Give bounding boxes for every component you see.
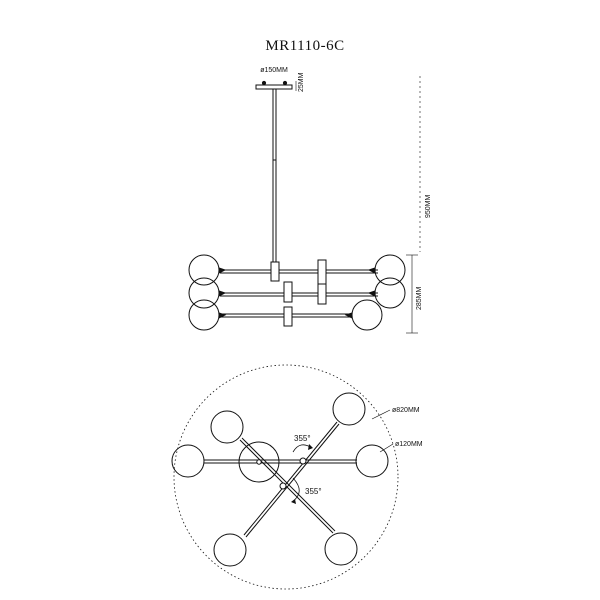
plan-hub-circle bbox=[238, 441, 280, 483]
canopy-plate bbox=[255, 84, 293, 90]
hub-middle bbox=[283, 281, 293, 303]
hub-lower bbox=[283, 306, 293, 327]
socket-rl bbox=[344, 312, 353, 319]
hub-middle-right bbox=[317, 283, 327, 305]
plan-shade-left bbox=[171, 444, 205, 478]
plan-arm-diag-b2 bbox=[245, 423, 340, 538]
leader-overall-diameter bbox=[371, 409, 391, 420]
leader-shade-diameter bbox=[379, 443, 394, 453]
shade-left-top bbox=[188, 254, 220, 286]
plan-shade-right bbox=[355, 444, 389, 478]
shade-right-top bbox=[374, 254, 406, 286]
shade-right-mid bbox=[374, 277, 406, 309]
rotation-arrow-lower-head bbox=[291, 499, 296, 504]
shade-left-low bbox=[188, 299, 220, 331]
socket-lt bbox=[218, 267, 227, 274]
plan-shade-top-left bbox=[210, 410, 244, 444]
label-rotation-lower: 355° bbox=[305, 487, 322, 496]
plan-shade-bottom-left bbox=[213, 533, 247, 567]
rotation-arrow-upper-head bbox=[308, 444, 313, 450]
plan-arm-diag-a bbox=[239, 439, 334, 534]
plan-hub-dot-left bbox=[256, 459, 262, 465]
canopy-screw-left bbox=[261, 80, 267, 86]
label-canopy-diameter: ø150MM bbox=[260, 67, 288, 74]
plan-hub-dot-center bbox=[299, 457, 307, 465]
plan-shade-top-right bbox=[332, 392, 366, 426]
model-title: MR1110-6C bbox=[265, 38, 344, 54]
socket-rt bbox=[367, 267, 376, 274]
socket-rm bbox=[367, 290, 376, 297]
label-canopy-height: 25MM bbox=[298, 72, 305, 92]
shade-left-mid bbox=[188, 277, 220, 309]
plan-arm-diag-a2 bbox=[241, 437, 336, 532]
shade-right-low bbox=[351, 299, 383, 331]
socket-lm bbox=[218, 290, 227, 297]
hub-side-right bbox=[317, 259, 327, 285]
label-overall-diameter: ø820MM bbox=[392, 407, 420, 414]
overall-diameter-circle bbox=[173, 364, 399, 590]
label-rotation-upper: 355° bbox=[294, 434, 311, 443]
plan-arm-diag-b bbox=[243, 421, 338, 536]
canopy-screw-right bbox=[282, 80, 288, 86]
plan-view bbox=[171, 364, 399, 590]
label-total-height: 950MM bbox=[425, 194, 432, 218]
side-view bbox=[188, 76, 421, 334]
plan-shade-bottom-right bbox=[324, 532, 358, 566]
label-body-height: 285MM bbox=[416, 286, 423, 310]
label-shade-diameter: ø120MM bbox=[395, 441, 423, 448]
hub-upper bbox=[270, 261, 280, 282]
socket-ll bbox=[218, 312, 227, 319]
plan-hub-dot-lower bbox=[279, 482, 287, 490]
